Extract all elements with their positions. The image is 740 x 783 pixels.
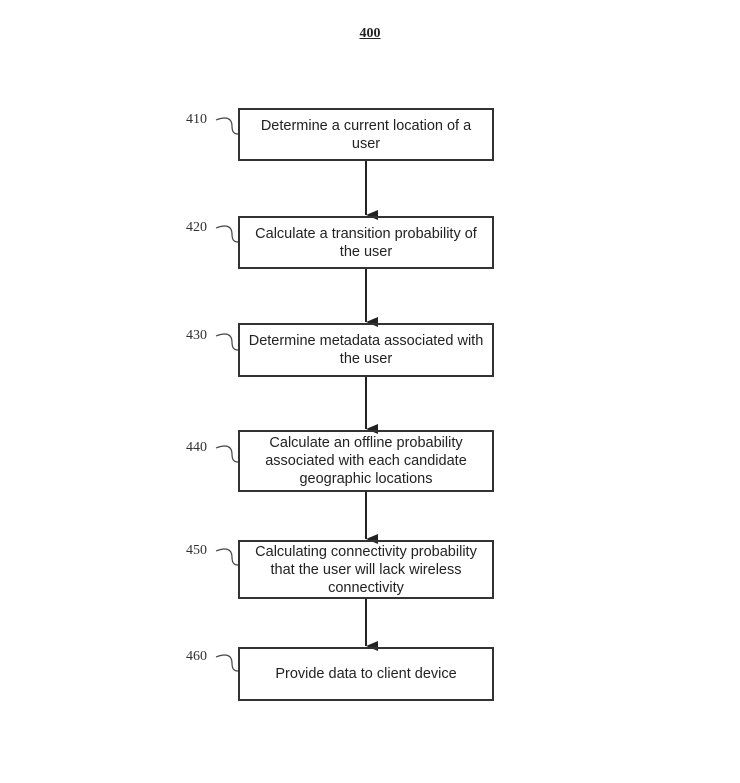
leader-440 — [215, 445, 239, 463]
step-ref-450: 450 — [186, 543, 207, 558]
step-box-420: Calculate a transition probability of th… — [238, 216, 494, 269]
step-ref-410: 410 — [186, 112, 207, 127]
step-ref-420: 420 — [186, 220, 207, 235]
step-ref-460: 460 — [186, 649, 207, 664]
leader-460 — [215, 654, 239, 672]
leader-430 — [215, 333, 239, 351]
figure-label: 400 — [359, 26, 381, 41]
leader-410 — [215, 117, 239, 135]
step-ref-430: 430 — [186, 328, 207, 343]
step-box-450: Calculating connectivity probability tha… — [238, 540, 494, 599]
leader-450 — [215, 548, 239, 566]
step-box-410: Determine a current location of a user — [238, 108, 494, 161]
step-box-460: Provide data to client device — [238, 647, 494, 701]
step-ref-440: 440 — [186, 440, 207, 455]
leader-420 — [215, 225, 239, 243]
step-box-440: Calculate an offline probability associa… — [238, 430, 494, 492]
step-box-430: Determine metadata associated with the u… — [238, 323, 494, 377]
